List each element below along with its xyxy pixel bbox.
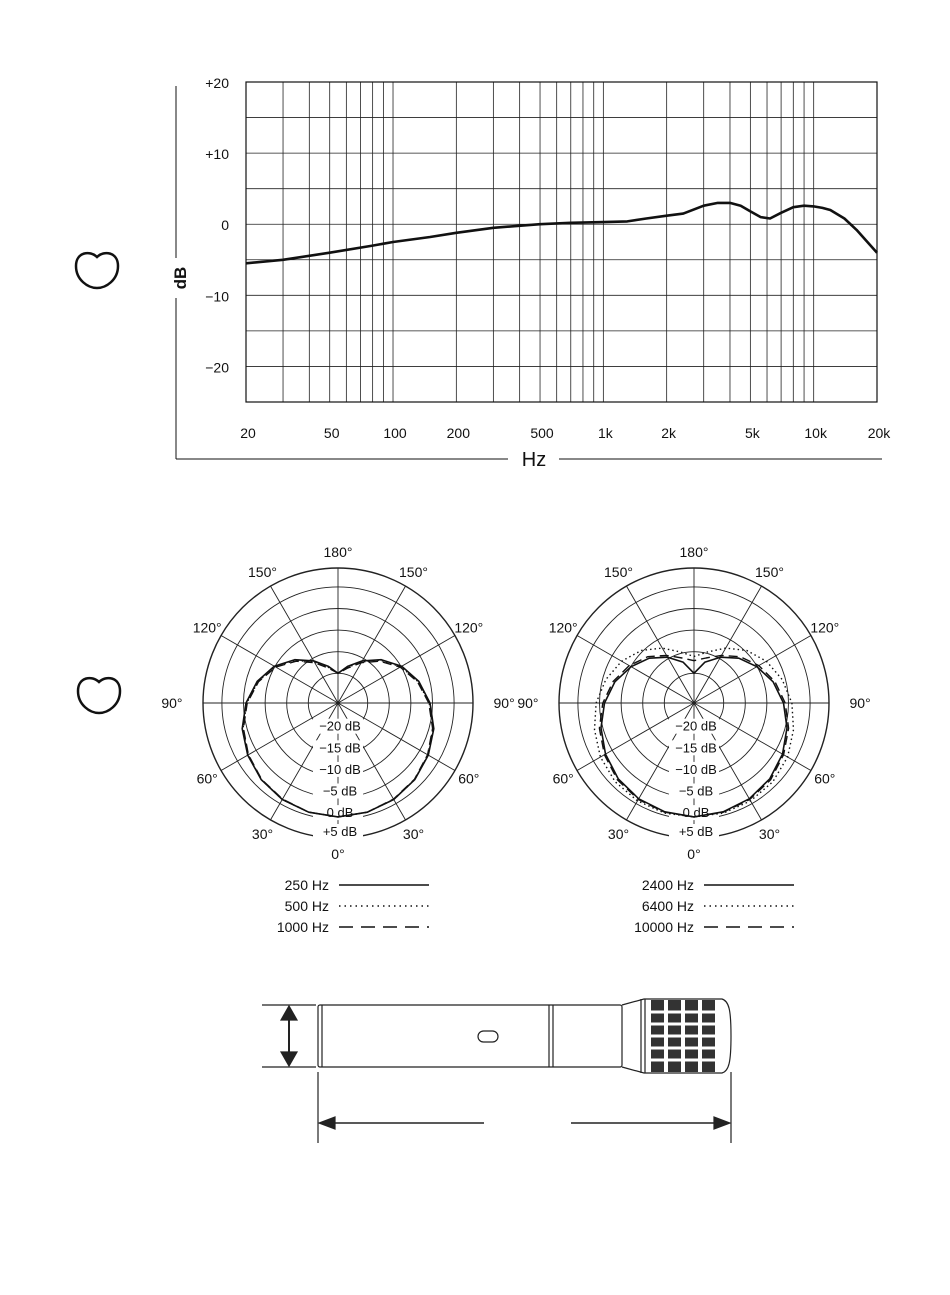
legend-label: 10000 Hz bbox=[634, 919, 694, 935]
x-axis-label: Hz bbox=[522, 449, 546, 471]
cardioid-icon bbox=[76, 253, 118, 288]
radial-tick-label: +5 dB bbox=[679, 824, 713, 839]
radial-tick-label: −10 dB bbox=[675, 762, 717, 777]
angle-tick-label: 60° bbox=[814, 771, 835, 787]
angle-tick-label: 150° bbox=[248, 564, 277, 580]
polar-spoke bbox=[338, 636, 455, 704]
angle-tick-label: 30° bbox=[252, 826, 273, 842]
angle-tick-label: 90° bbox=[850, 695, 871, 711]
x-tick-label: 5k bbox=[745, 425, 761, 441]
angle-tick-label: 90° bbox=[517, 695, 538, 711]
radial-tick-label: −10 dB bbox=[319, 762, 361, 777]
angle-tick-label: 120° bbox=[549, 620, 578, 636]
radial-tick-label: −15 dB bbox=[319, 740, 361, 755]
plot-frame bbox=[246, 82, 877, 402]
x-tick-label: 50 bbox=[324, 425, 340, 441]
polar-spoke bbox=[577, 703, 694, 771]
angle-tick-label: 60° bbox=[553, 771, 574, 787]
y-tick-label: 0 bbox=[221, 217, 229, 233]
polar-legend-low: 250 Hz 500 Hz 1000 Hz bbox=[277, 877, 429, 935]
polar-spoke bbox=[577, 636, 694, 704]
polar-spoke bbox=[627, 586, 695, 703]
y-tick-label: +20 bbox=[205, 75, 229, 91]
angle-tick-label: 150° bbox=[399, 564, 428, 580]
radial-tick-label: −5 dB bbox=[323, 784, 357, 799]
radial-tick-label: 0 dB bbox=[683, 805, 710, 820]
radial-tick-label: 0 dB bbox=[327, 805, 354, 820]
x-tick-label: 2k bbox=[661, 425, 677, 441]
x-tick-label: 20k bbox=[868, 425, 892, 441]
cardioid-icon bbox=[78, 678, 120, 713]
x-tick-label: 20 bbox=[240, 425, 256, 441]
angle-tick-label: 90° bbox=[494, 695, 515, 711]
microphone-outline-icon bbox=[262, 999, 731, 1143]
angle-tick-label: 30° bbox=[403, 826, 424, 842]
radial-tick-label: −15 dB bbox=[675, 740, 717, 755]
angle-tick-label: 90° bbox=[161, 695, 182, 711]
angle-tick-label: 120° bbox=[454, 620, 483, 636]
x-tick-label: 200 bbox=[447, 425, 471, 441]
radial-tick-label: −20 dB bbox=[319, 719, 361, 734]
polar-spoke bbox=[221, 636, 338, 704]
legend-label: 6400 Hz bbox=[642, 898, 694, 914]
polar-spoke bbox=[338, 586, 406, 703]
angle-tick-label: 180° bbox=[680, 544, 709, 560]
legend-label: 1000 Hz bbox=[277, 919, 329, 935]
polar-spoke bbox=[694, 703, 811, 771]
angle-tick-label: 120° bbox=[810, 620, 839, 636]
angle-tick-label: 30° bbox=[608, 826, 629, 842]
polar-pattern-chart-low: 0° 30° 60° 90° 120° 150° 180° 150° 120° 90° 60° 30°… bbox=[161, 544, 514, 862]
x-tick-label: 500 bbox=[530, 425, 554, 441]
y-tick-label: +10 bbox=[205, 146, 229, 162]
angle-tick-label: 150° bbox=[604, 564, 633, 580]
angle-tick-label: 60° bbox=[458, 771, 479, 787]
frequency-response-chart: 20 50 100 200 500 1k 2k 5k 10k 20k +20 +10 0 −10 −20Hz… bbox=[171, 75, 891, 471]
legend-label: 2400 Hz bbox=[642, 877, 694, 893]
angle-tick-label: 60° bbox=[197, 771, 218, 787]
polar-spoke bbox=[271, 586, 339, 703]
polar-legend-high: 2400 Hz 6400 Hz 10000 Hz bbox=[634, 877, 794, 935]
response-curve bbox=[246, 203, 877, 263]
polar-pattern-chart-high: 0° 30° 60° 90° 120° 150° 180° 150° 120° 90° 60° 30°… bbox=[517, 544, 870, 862]
y-tick-label: −20 bbox=[205, 359, 229, 375]
angle-tick-label: 30° bbox=[759, 826, 780, 842]
y-axis-label: dB bbox=[171, 267, 190, 290]
angle-tick-label: 0° bbox=[331, 846, 344, 862]
polar-spoke bbox=[221, 703, 338, 771]
radial-tick-label: −20 dB bbox=[675, 719, 717, 734]
x-tick-label: 1k bbox=[598, 425, 614, 441]
y-tick-label: −10 bbox=[205, 288, 229, 304]
polar-spoke bbox=[338, 703, 455, 771]
angle-tick-label: 150° bbox=[755, 564, 784, 580]
legend-label: 500 Hz bbox=[285, 898, 329, 914]
angle-tick-label: 0° bbox=[687, 846, 700, 862]
radial-tick-label: −5 dB bbox=[679, 784, 713, 799]
polar-spoke bbox=[694, 636, 811, 704]
polar-spoke bbox=[694, 586, 762, 703]
x-tick-label: 100 bbox=[383, 425, 407, 441]
x-tick-label: 10k bbox=[804, 425, 828, 441]
legend-label: 250 Hz bbox=[285, 877, 329, 893]
angle-tick-label: 180° bbox=[324, 544, 353, 560]
radial-tick-label: +5 dB bbox=[323, 824, 357, 839]
angle-tick-label: 120° bbox=[193, 620, 222, 636]
